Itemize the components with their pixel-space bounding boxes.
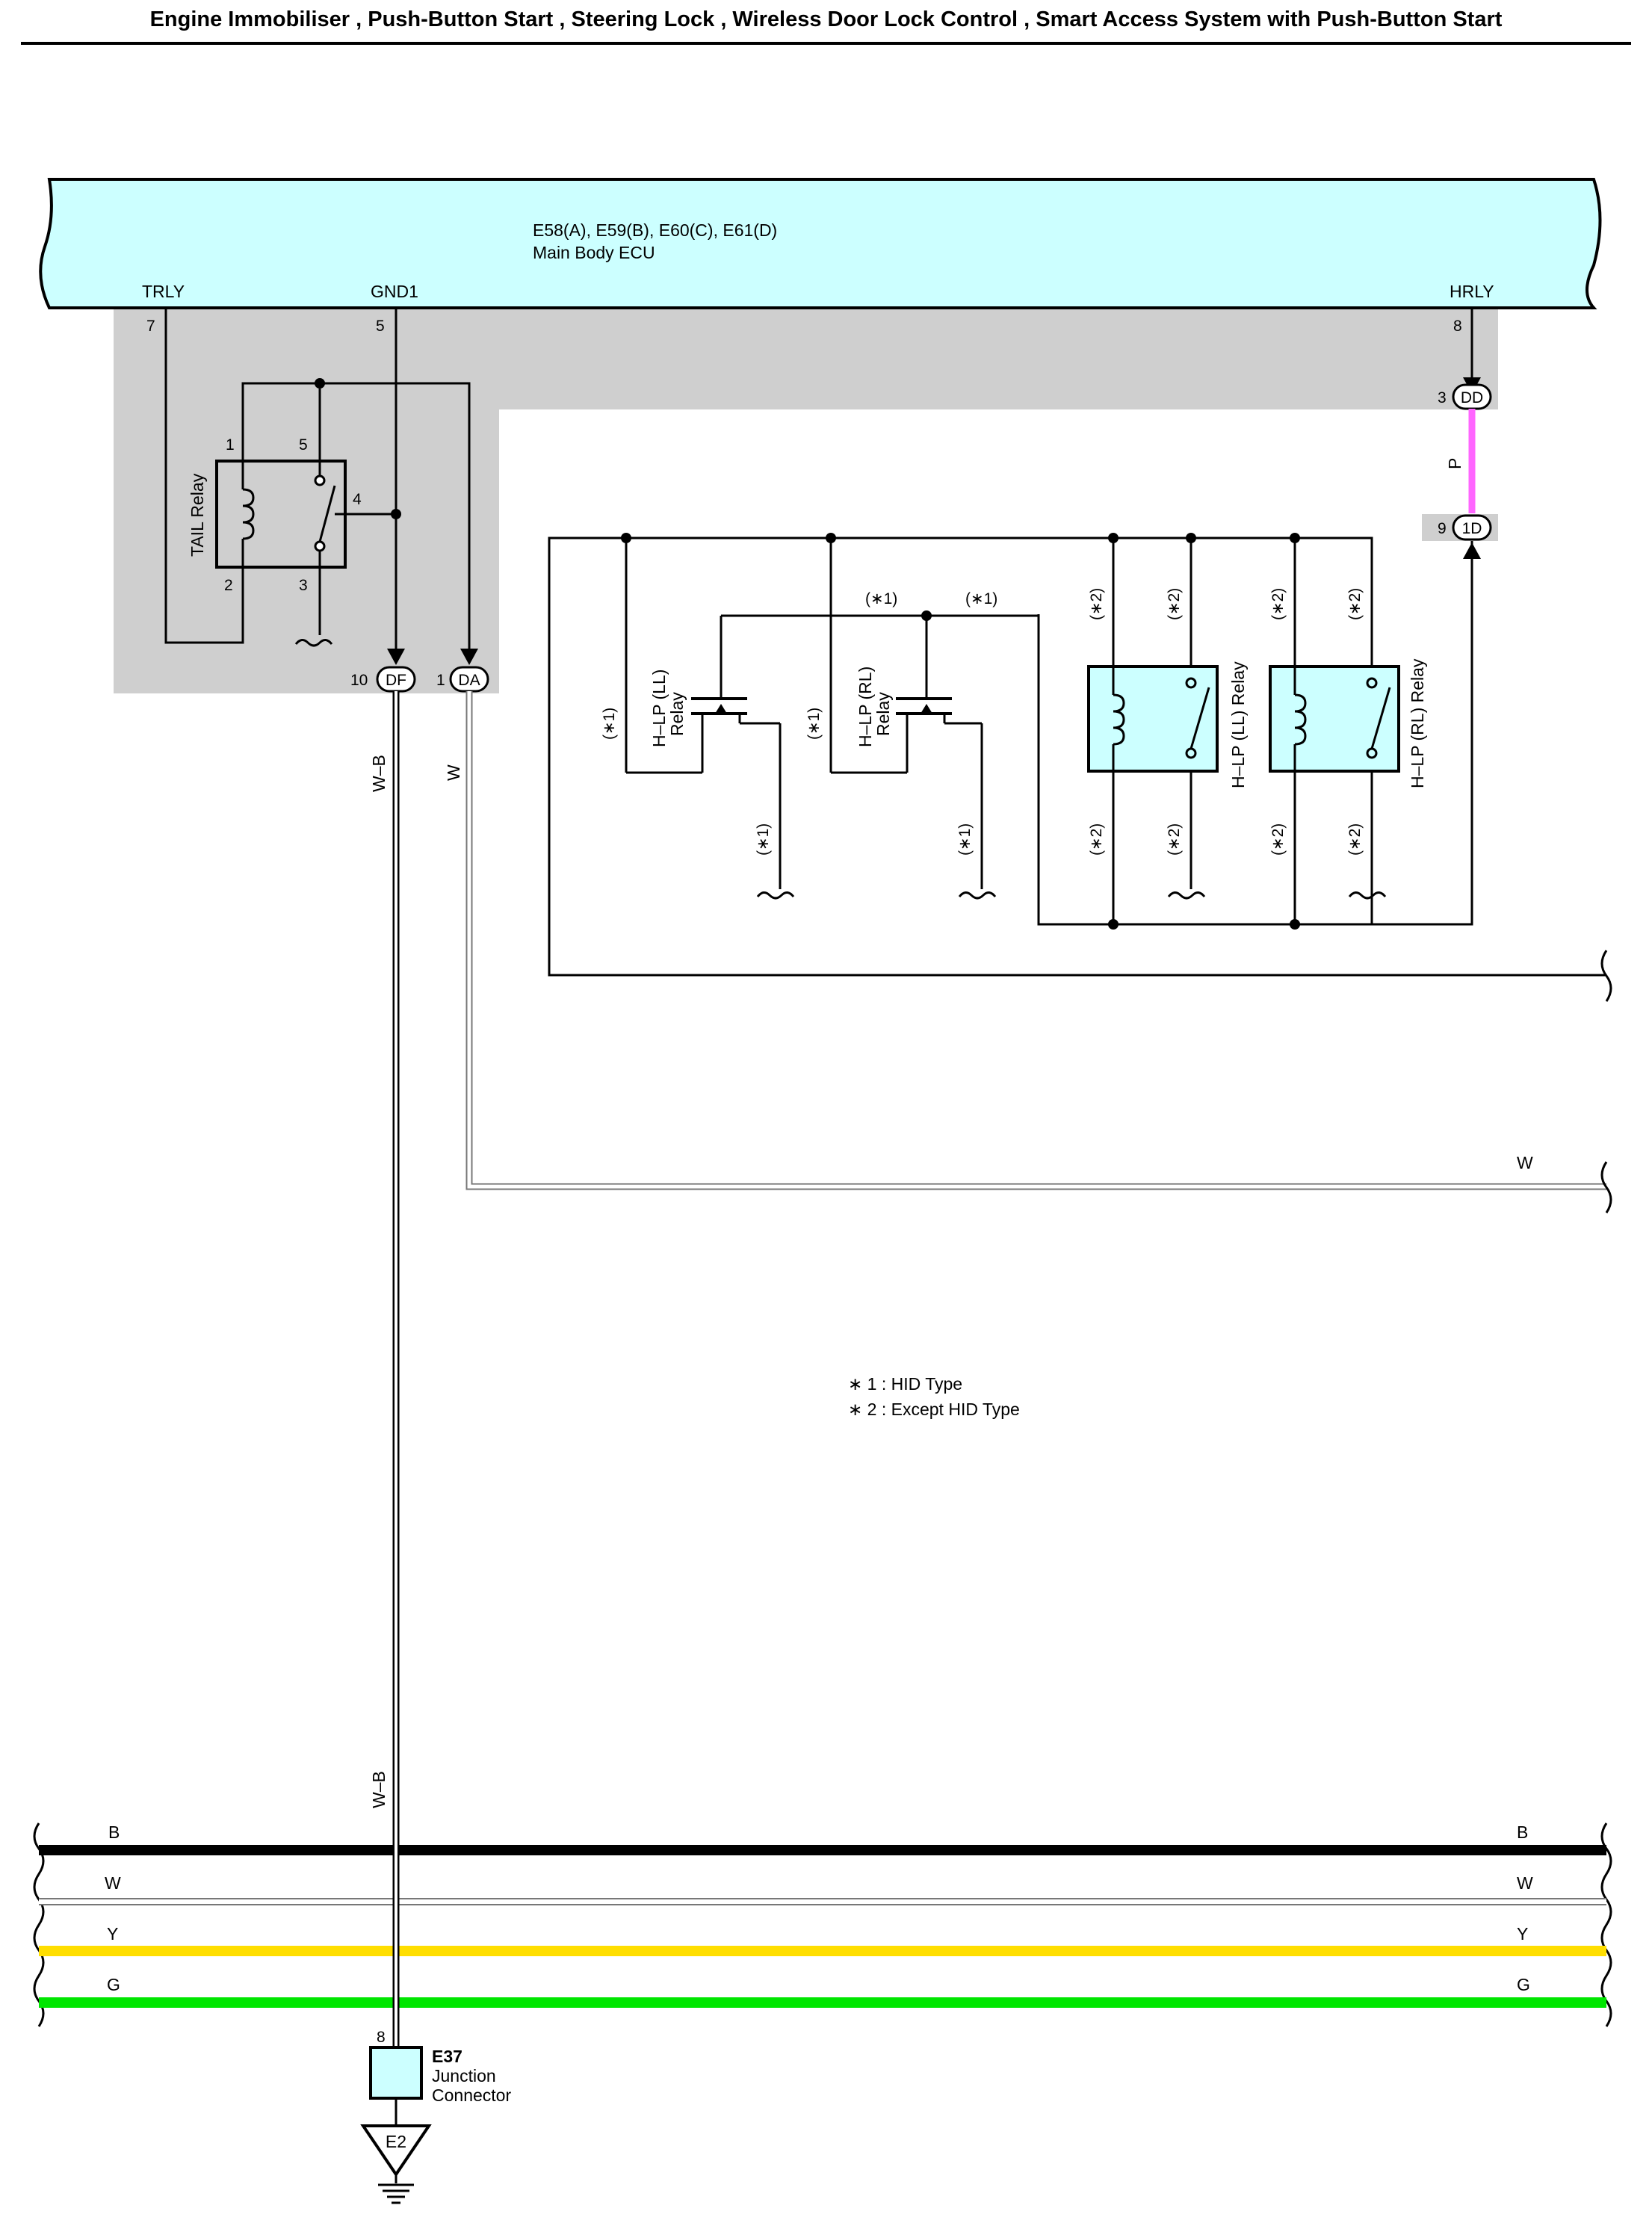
tail-relay-coil-icon xyxy=(241,461,255,567)
hid-relay-rl-mark-ground: (∗1) xyxy=(956,823,974,856)
ecu-connectors-label: E58(A), E59(B), E60(C), E61(D) xyxy=(533,220,777,240)
main-body-ecu xyxy=(39,178,1602,309)
std-relay-ll-mark-3: (∗2) xyxy=(1088,823,1105,856)
hid-control-mark-right: (∗1) xyxy=(965,590,997,607)
tail-relay-pin-3: 3 xyxy=(299,577,308,594)
junction-name-2: Connector xyxy=(432,2085,511,2105)
tail-relay-box xyxy=(215,460,347,569)
ground-e2-icon xyxy=(360,2124,432,2177)
w-wire-label-horizontal: W xyxy=(1517,1153,1533,1172)
hid-relay-ll-ground-icon xyxy=(756,891,795,900)
std-relay-ll-mark-4: (∗2) xyxy=(1166,823,1183,856)
std-relay-rl-coil-icon xyxy=(1293,667,1307,771)
connector-da-pin: 1 xyxy=(436,672,445,689)
connector-da-arrow-icon xyxy=(460,649,478,665)
bus-b-label-right: B xyxy=(1517,1822,1528,1842)
std-relay-rl-switch-icon xyxy=(1366,677,1391,759)
junction-name-1: Junction xyxy=(432,2066,496,2085)
wb-wire-label-bottom: W–B xyxy=(369,1771,389,1808)
hid-relay-ll-mark-left: (∗1) xyxy=(601,708,618,740)
headlight-loop-break-icon xyxy=(1600,950,1612,1002)
tail-relay-switch-icon xyxy=(294,389,396,647)
hid-relay-rl-ground-icon xyxy=(958,891,997,900)
bus-y-label-left: Y xyxy=(107,1924,118,1944)
connector-1d-pin: 9 xyxy=(1438,520,1447,537)
note-hid-type: ∗ 1 : HID Type xyxy=(848,1374,962,1394)
tail-relay-pin-5: 5 xyxy=(299,436,308,454)
connector-dd-pin: 3 xyxy=(1438,389,1447,406)
tail-relay-pin-1: 1 xyxy=(226,436,235,454)
std-relay-rl-ground-icon xyxy=(1348,891,1387,900)
w-wire-break-icon xyxy=(1600,1161,1612,1213)
connector-df-pin: 10 xyxy=(350,672,368,689)
std-relay-ll-coil-icon xyxy=(1112,667,1125,771)
gray-area xyxy=(114,305,1498,693)
ecu-pin-trly-name: TRLY xyxy=(142,282,185,301)
page-title: Engine Immobiliser , Push-Button Start ,… xyxy=(149,7,1503,31)
hid-relay-rl-label-2: Relay xyxy=(873,692,893,736)
hid-relay-ll-label-1: H–LP (LL) xyxy=(649,670,669,747)
bus-w-label-right: W xyxy=(1517,1873,1533,1893)
ecu-pin-gnd1-number: 5 xyxy=(376,318,385,335)
std-relay-ll-mark-1: (∗2) xyxy=(1088,588,1105,620)
std-relay-rl-mark-2: (∗2) xyxy=(1346,588,1364,620)
std-relay-ll-switch-icon xyxy=(1185,677,1210,759)
std-relay-ll-mark-2: (∗2) xyxy=(1166,588,1183,620)
connector-dd-code: DD xyxy=(1461,389,1483,406)
note-except-hid-type: ∗ 2 : Except HID Type xyxy=(848,1400,1020,1419)
tail-relay-pin-2: 2 xyxy=(224,577,233,594)
bus-g-label-left: G xyxy=(107,1975,120,1994)
bus-b-label-left: B xyxy=(108,1822,120,1842)
hid-relay-ll-mark-ground: (∗1) xyxy=(755,823,772,856)
ecu-pin-trly-number: 7 xyxy=(146,318,155,335)
ground-code: E2 xyxy=(386,2132,406,2151)
w-wire-label-vertical: W xyxy=(444,764,463,781)
hrly-output-wire xyxy=(1037,541,1473,926)
tail-relay-feed-wire xyxy=(241,382,471,658)
connector-1d-code: 1D xyxy=(1462,520,1482,537)
connector-da-code: DA xyxy=(458,672,480,689)
hid-relay-ll-label-2: Relay xyxy=(667,692,687,736)
std-relay-ll-label: H–LP (LL) Relay xyxy=(1228,661,1248,788)
hid-relay-rl-mark-left: (∗1) xyxy=(805,708,823,740)
junction-code: E37 xyxy=(432,2047,463,2066)
junction-pin: 8 xyxy=(377,2029,386,2046)
hid-relay-ll-transistor-icon xyxy=(691,616,780,725)
connector-df-arrow-icon xyxy=(387,649,405,665)
junction-connector xyxy=(369,2046,423,2100)
bus-y-label-right: Y xyxy=(1517,1924,1528,1944)
hid-relay-rl-transistor-icon xyxy=(896,616,982,725)
tail-relay-pin-4: 4 xyxy=(353,491,362,508)
std-relay-ll-ground-icon xyxy=(1167,891,1206,900)
bus-w-label-left: W xyxy=(105,1873,121,1893)
std-relay-rl-mark-3: (∗2) xyxy=(1269,823,1287,856)
tail-relay-label: TAIL Relay xyxy=(188,473,207,557)
bus-g-label-right: G xyxy=(1517,1975,1530,1994)
std-relay-ll-box xyxy=(1087,665,1219,773)
connector-1d xyxy=(1452,514,1492,541)
trly-wire xyxy=(164,308,244,644)
std-relay-rl-mark-4: (∗2) xyxy=(1346,823,1364,856)
pink-wire-label: P xyxy=(1445,458,1464,469)
ecu-pin-hrly-name: HRLY xyxy=(1450,282,1494,301)
std-relay-rl-label: H–LP (RL) Relay xyxy=(1408,658,1427,788)
hid-control-mark-left: (∗1) xyxy=(865,590,897,607)
bus-left-break-icon xyxy=(33,1822,45,2027)
bus-right-break-icon xyxy=(1600,1822,1612,2027)
ecu-pin-hrly-number: 8 xyxy=(1453,318,1462,335)
wb-wire-label-top: W–B xyxy=(369,755,389,792)
ecu-name-label: Main Body ECU xyxy=(533,243,655,262)
std-relay-rl-mark-1: (∗2) xyxy=(1269,588,1287,620)
headlight-loop-wire xyxy=(548,537,1606,977)
connector-df-code: DF xyxy=(386,672,406,689)
ecu-pin-gnd1-name: GND1 xyxy=(371,282,418,301)
hid-relay-rl-label-1: H–LP (RL) xyxy=(856,667,875,747)
